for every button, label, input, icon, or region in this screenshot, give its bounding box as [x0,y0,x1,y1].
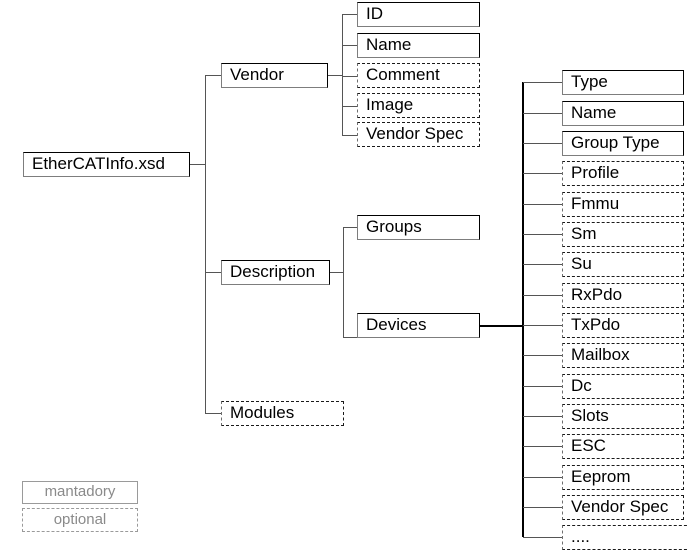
connector-to-devices [343,337,357,338]
node-label: Eeprom [571,467,631,486]
node-label: Description [230,262,316,281]
node-vendor[interactable]: Vendor [221,63,328,88]
connector-to-vendor-spec [342,135,357,136]
node-label: Image [366,95,414,114]
node-vendor-id[interactable]: ID [357,2,480,27]
connector-devices-out [480,325,524,327]
node-label: Vendor Spec [366,124,464,143]
node-device-fmmu[interactable]: Fmmu [562,192,684,217]
node-device-esc[interactable]: ESC [562,434,684,459]
node-ethercatinfo-xsd[interactable]: EtherCATInfo.xsd [23,152,190,177]
node-label: Fmmu [571,194,620,213]
connector-devices-children-trunk [522,82,524,537]
connector-to-esc [523,446,562,447]
node-label: Vendor [230,65,284,84]
legend-mandatory: mantadory [22,481,138,504]
node-label: ID [366,4,383,23]
connector-to-mailbox [523,355,562,356]
node-label: Name [366,35,412,54]
connector-level1-trunk [205,75,206,414]
node-device-type[interactable]: Type [562,70,684,95]
connector-to-txpdo [523,325,562,326]
connector-to-su [523,264,562,265]
connector-vendor-children-trunk [342,14,343,135]
node-vendor-comment[interactable]: Comment [357,63,480,88]
node-description[interactable]: Description [221,260,330,285]
connector-to-dc [523,386,562,387]
node-device-name[interactable]: Name [562,101,684,126]
node-label: Vendor Spec [571,497,669,516]
node-device-dc[interactable]: Dc [562,374,684,399]
connector-to-group-type [523,143,562,144]
node-modules[interactable]: Modules [221,401,344,426]
node-label: TxPdo [571,315,621,334]
node-device-mailbox[interactable]: Mailbox [562,343,684,368]
connector-to-type [523,82,562,83]
connector-to-profile [523,173,562,174]
connector-description-out [330,272,343,273]
node-label: Groups [366,217,422,236]
node-device-profile[interactable]: Profile [562,161,684,186]
connector-root-stub [190,164,205,165]
node-label: Group Type [571,133,660,152]
connector-to-ellipsis [523,537,562,538]
connector-to-rxpdo [523,295,562,296]
node-label: Name [571,103,617,122]
connector-to-fmmu [523,204,562,205]
connector-to-eeprom [523,477,562,478]
node-label: EtherCATInfo.xsd [32,154,165,173]
node-vendor-vendor-spec[interactable]: Vendor Spec [357,122,480,147]
connector-description-children-trunk [343,227,344,338]
node-device-sm[interactable]: Sm [562,222,684,247]
node-label: Devices [366,315,427,334]
node-label: Comment [366,65,440,84]
node-label: Slots [571,406,609,425]
connector-to-sm [523,234,562,235]
connector-vendor-out [328,75,342,76]
connector-to-id [342,14,357,15]
legend-optional: optional [22,508,138,532]
connector-to-name-device [523,113,562,114]
connector-to-modules [205,413,221,414]
connector-to-image [342,106,357,107]
node-device-vendor-spec[interactable]: Vendor Spec [562,495,684,520]
node-device-slots[interactable]: Slots [562,404,684,429]
node-vendor-name[interactable]: Name [357,33,480,58]
node-device-eeprom[interactable]: Eeprom [562,465,684,490]
node-device-group-type[interactable]: Group Type [562,131,684,156]
node-label: Modules [230,403,295,422]
node-label: RxPdo [571,285,623,304]
node-label: ESC [571,436,606,455]
connector-to-comment [342,76,357,77]
connector-to-groups [343,227,357,228]
connector-to-vendor-spec-device [523,507,562,508]
node-vendor-image[interactable]: Image [357,93,480,118]
node-label: Dc [571,376,592,395]
node-label: Mailbox [571,345,630,364]
node-label: Type [571,72,608,91]
connector-to-description [205,272,221,273]
node-label: Profile [571,163,620,182]
connector-to-slots [523,416,562,417]
node-devices[interactable]: Devices [357,313,480,338]
node-device-ellipsis[interactable]: .... [562,525,688,550]
legend-label: mantadory [44,483,116,500]
connector-to-vendor [205,75,221,76]
legend-label: optional [53,510,107,528]
node-groups[interactable]: Groups [357,215,480,240]
node-label: Su [571,254,592,273]
node-device-rxpdo[interactable]: RxPdo [562,283,684,308]
node-label: .... [571,527,590,546]
node-device-su[interactable]: Su [562,252,684,277]
node-device-txpdo[interactable]: TxPdo [562,313,684,338]
node-label: Sm [571,224,597,243]
connector-to-name-vendor [342,45,357,46]
